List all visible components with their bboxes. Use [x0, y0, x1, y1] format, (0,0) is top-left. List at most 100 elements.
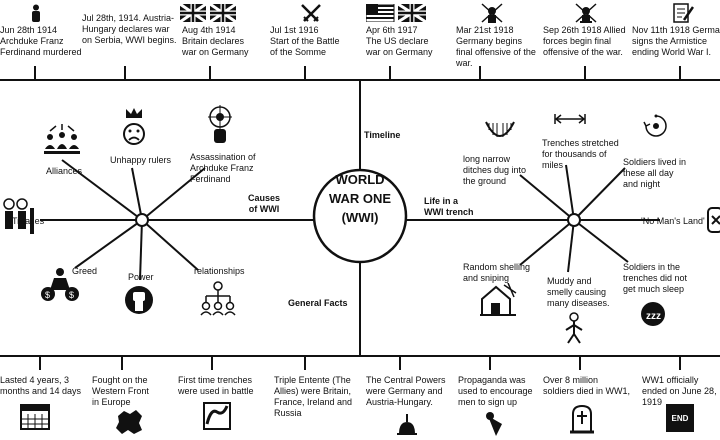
fact-propaganda-line1: Propaganda was	[458, 375, 526, 385]
causes-hub	[135, 213, 149, 227]
branch-label-life-line2: WWI trench	[424, 207, 474, 217]
svg-text:zzz: zzz	[646, 311, 661, 322]
timeline-event-3: Aug 4th 1914 Britain declares war on Ger…	[182, 25, 249, 58]
fact-soldiers-died: Over 8 million soldiers died in WW1,	[543, 375, 630, 397]
fact-western-front-line2: Western Front	[92, 386, 149, 396]
timeline-event-6-line4: war.	[456, 58, 473, 68]
unhappy-king-icon	[123, 108, 145, 145]
fact-triple-entente-line3: France, Ireland and	[274, 397, 353, 407]
timeline-event-5-line2: The US declare	[366, 36, 429, 46]
trench-fact-miles-line3: miles	[542, 160, 564, 170]
timeline-event-8-line1: Nov 11th 1918 Germany	[632, 25, 720, 35]
center-circle	[312, 168, 408, 264]
timeline-event-7: Sep 26th 1918 Allied forces begin final …	[543, 25, 626, 58]
fact-triple-entente-line2: Allies) were Britain,	[274, 386, 352, 396]
megaphone-icon	[486, 412, 502, 436]
trench-fact-sleep: Soldiers in the trenches did not get muc…	[623, 262, 687, 295]
treaty-people-icon	[3, 198, 34, 234]
timeline-event-2: Jul 28th, 1914. Austria- Hungary declare…	[82, 13, 177, 46]
soldier-emblem-icon	[575, 3, 597, 23]
timeline-event-2-line1: Jul 28th, 1914. Austria-	[82, 13, 175, 23]
timeline-event-2-line3: on Serbia, WWI begins.	[82, 35, 177, 45]
timeline-event-8-line3: ending World War I.	[632, 47, 712, 57]
ditch-icon	[485, 121, 515, 137]
soldier-icon	[481, 3, 503, 23]
timeline-event-7-line1: Sep 26th 1918 Allied	[543, 25, 626, 35]
fact-duration-line2: months and 14 days	[0, 386, 82, 396]
sleep-zzz-icon: zzz	[641, 302, 665, 326]
fact-central-powers-line1: The Central Powers	[366, 375, 446, 385]
network-people-icon	[200, 281, 236, 316]
timeline-event-4-line1: Jul 1st 1916	[270, 25, 319, 35]
fact-trenches-first-line1: First time trenches	[178, 375, 253, 385]
trench-fact-shelling-line2: and sniping	[463, 273, 510, 283]
trench-fact-miles: Trenches stretched for thousands of mile…	[542, 138, 619, 171]
center-title: WORLD WAR ONE (WWI)	[323, 170, 397, 227]
fact-western-front-line3: in Europe	[92, 397, 131, 407]
timeline-event-4-line2: Start of the Battle	[270, 36, 340, 46]
branch-label-life-line1: Life in a	[424, 196, 459, 206]
trench-fact-ditches-line1: long narrow	[463, 154, 511, 164]
branch-label-causes: Causes of WWI	[248, 193, 280, 215]
fact-propaganda-line3: men to sign up	[458, 397, 518, 407]
fact-trenches-first-line2: were used in battle	[178, 386, 254, 396]
timeline-event-3-line2: Britain declares	[182, 36, 245, 46]
europe-map-icon	[116, 410, 142, 434]
svg-text:$: $	[69, 290, 74, 300]
timeline-event-1: Jun 28th 1914 Archduke Franz Ferdinand m…	[0, 25, 82, 58]
greed-money-icon: $ $	[41, 268, 79, 301]
trench-fact-sleep-line1: Soldiers in the	[623, 262, 681, 272]
branch-label-causes-line2: of WWI	[248, 204, 280, 214]
gravestone-icon	[570, 404, 594, 434]
trench-fact-sleep-line3: get much sleep	[623, 284, 685, 294]
timeline-event-5-line3: war on Germany	[366, 47, 433, 57]
timeline-event-1-line3: Ferdinand murdered	[0, 47, 82, 57]
trench-fact-muddy-line2: smelly causing	[547, 287, 607, 297]
timeline-event-5: Apr 6th 1917 The US declare war on Germa…	[366, 25, 433, 58]
end-sign-icon: END	[666, 404, 694, 432]
pickelhaube-helmet-icon	[397, 414, 417, 435]
calendar-icon	[20, 404, 50, 430]
crossed-swords-icon	[301, 4, 321, 22]
cause-alliances: Alliances	[46, 166, 83, 176]
timeline-event-4-line3: of the Somme	[270, 47, 327, 57]
fact-central-powers: The Central Powers were Germany and Aust…	[366, 375, 446, 408]
alliance-people-icon	[44, 124, 80, 154]
fact-duration-line1: Lasted 4 years, 3	[0, 375, 70, 385]
person-icon	[32, 4, 40, 22]
double-arrow-icon	[554, 114, 586, 124]
timeline-event-6: Mar 21st 1918 Germany begins final offen…	[456, 25, 536, 69]
trench-fact-shelling-line1: Random shelling	[463, 262, 531, 272]
cause-assassination-line2: Archduke Franz	[190, 163, 254, 173]
trench-fact-ditches-line3: the ground	[463, 176, 507, 186]
timeline-event-7-line3: offensive of the war.	[543, 47, 623, 57]
center-title-line1: WORLD	[335, 172, 385, 187]
svg-text:$: $	[45, 290, 50, 300]
cause-assassination-line3: Ferdinand	[190, 174, 231, 184]
fact-war-ended-line3: 1919	[642, 397, 663, 407]
timeline-event-6-line1: Mar 21st 1918	[456, 25, 514, 35]
timeline-event-4: Jul 1st 1916 Start of the Battle of the …	[270, 25, 340, 58]
fact-central-powers-line2: were Germany and	[366, 386, 443, 396]
center-title-line3: (WWI)	[341, 210, 379, 225]
trench-fact-lived-line1: Soldiers lived in	[623, 157, 687, 167]
day-night-cycle-icon	[643, 114, 667, 137]
timeline-event-1-line1: Jun 28th 1914	[0, 25, 58, 35]
fact-war-ended-line1: WW1 officially	[642, 375, 699, 385]
branch-label-life: Life in a WWI trench	[424, 196, 474, 218]
trench-fact-lived: Soldiers lived in these all day and nigh…	[623, 157, 686, 190]
fact-western-front: Fought on the Western Front in Europe	[92, 375, 149, 408]
timeline-event-8-line2: signs the Armistice	[632, 36, 708, 46]
timeline-event-5-line1: Apr 6th 1917	[366, 25, 418, 35]
trench-fact-miles-line1: Trenches stretched	[542, 138, 619, 148]
trench-hub	[567, 213, 581, 227]
trench-fact-sleep-line2: trenches did not	[623, 273, 688, 283]
trench-fact-lived-line3: and night	[623, 179, 661, 189]
trench-fact-miles-line2: for thousands of	[542, 149, 607, 159]
trench-fact-lived-line2: these all day	[623, 168, 674, 178]
signing-document-icon	[673, 3, 694, 23]
fact-propaganda: Propaganda was used to encourage men to …	[458, 375, 533, 408]
fact-trenches-first: First time trenches were used in battle	[178, 375, 254, 397]
cause-power: Power	[128, 272, 154, 282]
